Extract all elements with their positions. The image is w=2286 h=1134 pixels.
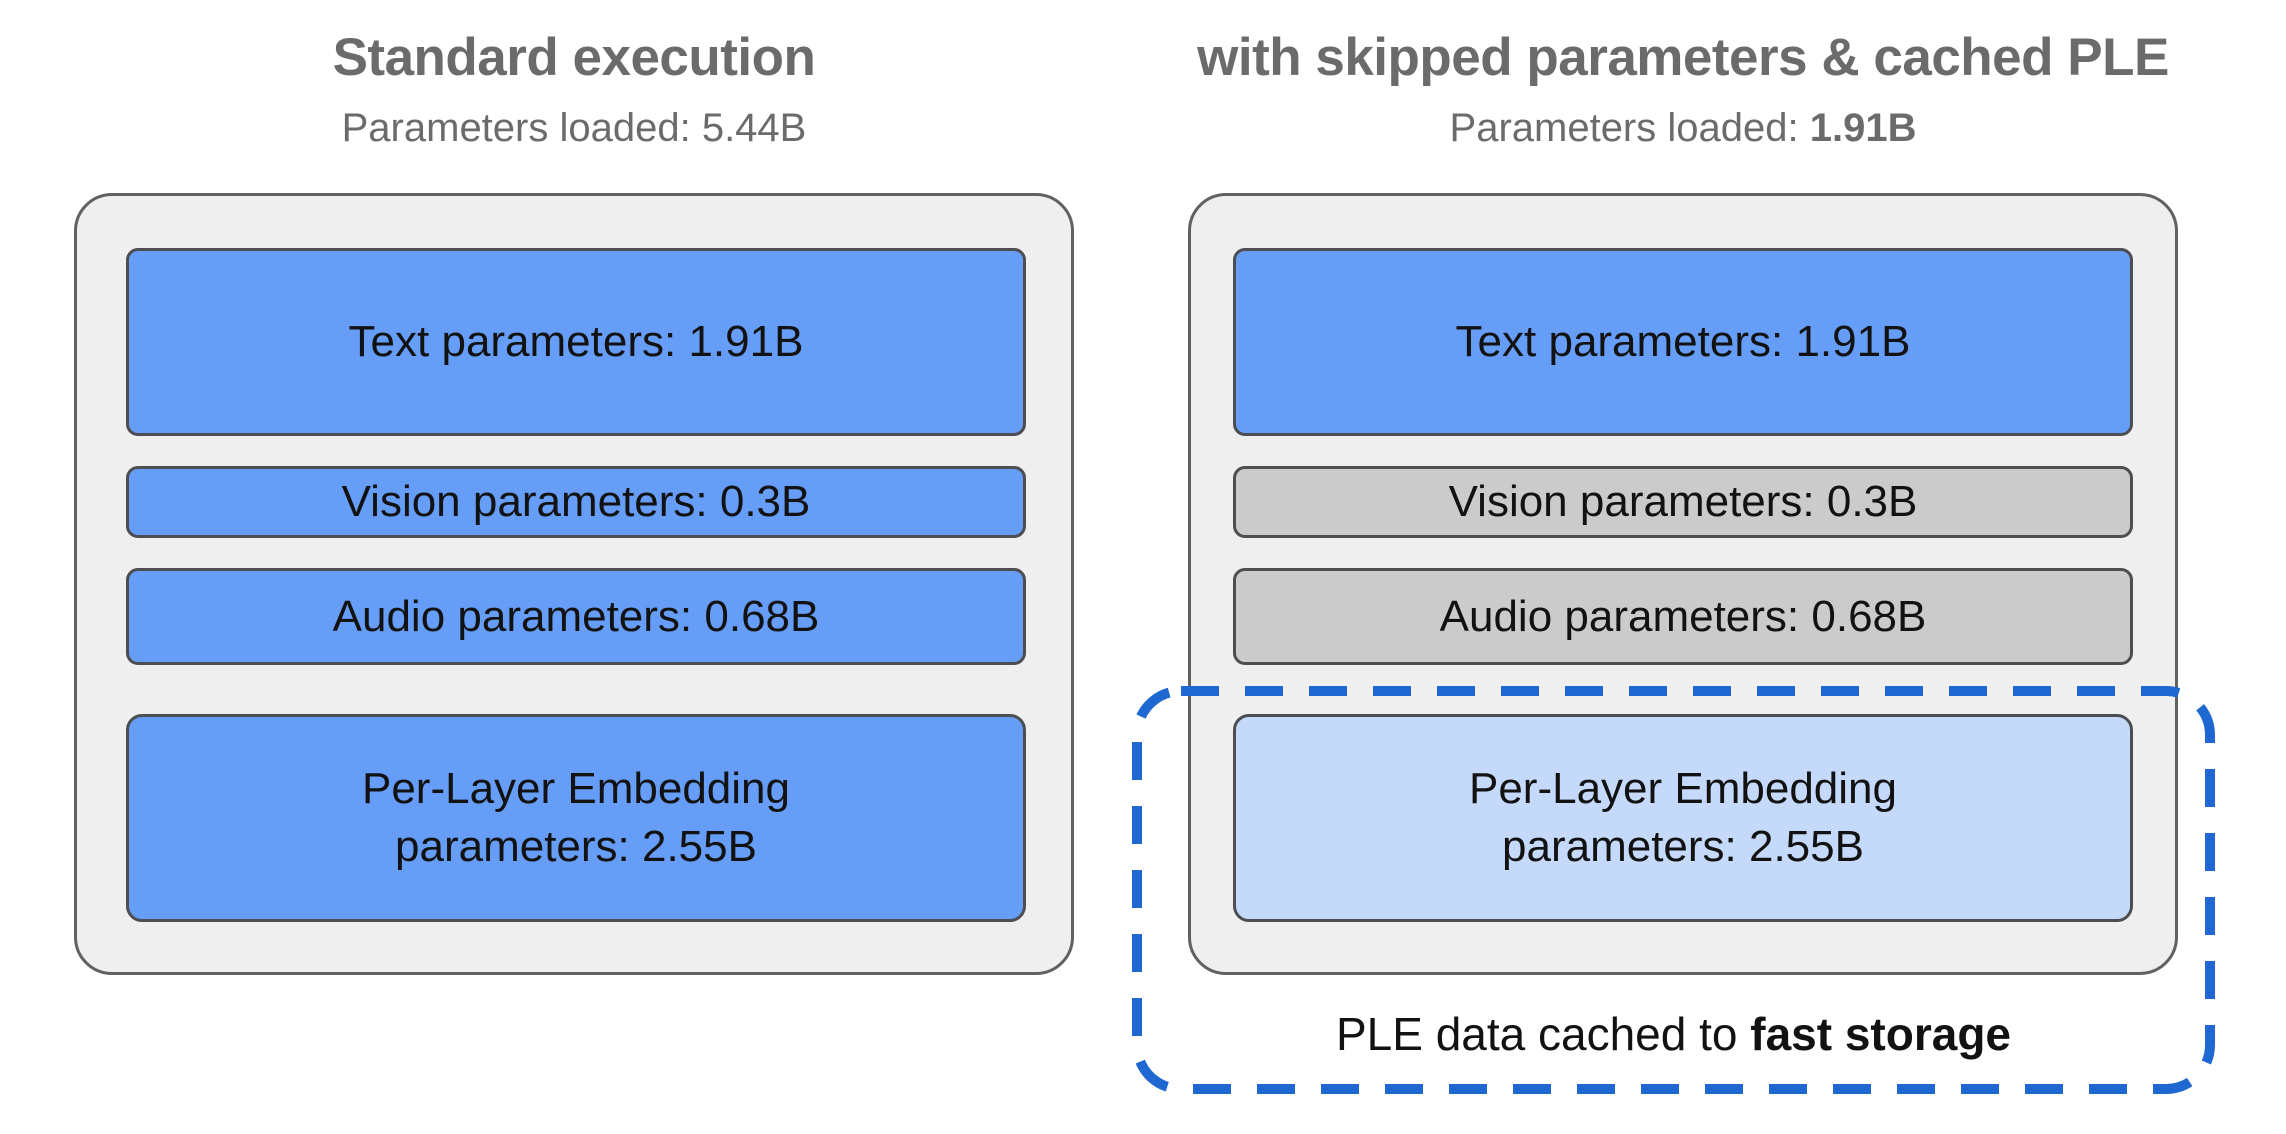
- ple-cache-note: PLE data cached to fast storage: [1132, 978, 2215, 1090]
- right-vision-params-box-skipped: Vision parameters: 0.3B: [1233, 466, 2133, 538]
- right-params-loaded-value: 1.91B: [1809, 106, 1917, 150]
- right-ple-params-box-cached: Per-Layer Embedding parameters: 2.55B: [1233, 714, 2133, 922]
- ple-cache-note-prefix: PLE data cached to: [1335, 1008, 1751, 1060]
- ple-cache-dashed-outline: [1132, 686, 2215, 1094]
- right-params-loaded-prefix: Parameters loaded:: [1449, 106, 1810, 150]
- right-column-header: with skipped parameters & cached PLE Par…: [1188, 26, 2178, 152]
- left-params-loaded-label: Parameters loaded: 5.44B: [341, 106, 807, 150]
- ple-cache-dashed-rect: [1132, 686, 2215, 1094]
- left-ple-params-box: Per-Layer Embedding parameters: 2.55B: [126, 714, 1026, 922]
- right-column-title: with skipped parameters & cached PLE: [1197, 28, 2169, 87]
- right-text-params-box: Text parameters: 1.91B: [1233, 248, 2133, 436]
- left-column-title: Standard execution: [332, 28, 816, 87]
- left-vision-params-box: Vision parameters: 0.3B: [126, 466, 1026, 538]
- right-params-loaded-label: Parameters loaded: 1.91B: [1188, 104, 2178, 152]
- right-audio-params-box-skipped: Audio parameters: 0.68B: [1233, 568, 2133, 665]
- left-audio-params-box: Audio parameters: 0.68B: [126, 568, 1026, 665]
- left-column-header: Standard execution Parameters loaded: 5.…: [74, 26, 1074, 152]
- left-text-params-box: Text parameters: 1.91B: [126, 248, 1026, 436]
- ple-cache-note-bold: fast storage: [1750, 1008, 2012, 1060]
